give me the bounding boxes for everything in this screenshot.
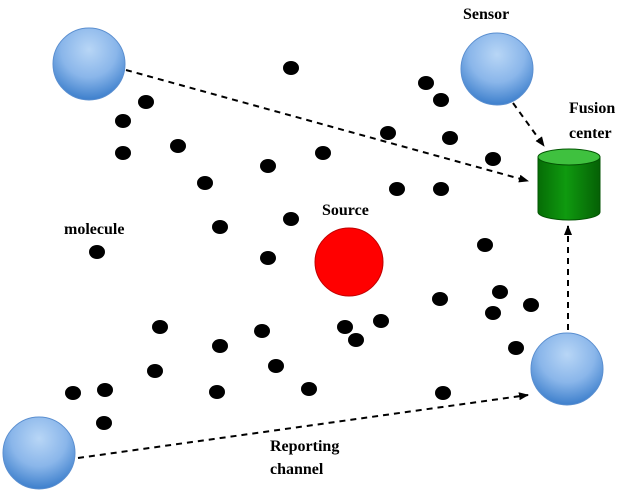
molecule-dot xyxy=(485,152,501,166)
sensor-top-right xyxy=(460,32,534,106)
arrow-top-left-to-fusion xyxy=(125,69,529,183)
molecule-dot xyxy=(433,93,449,107)
molecule-label: molecule xyxy=(64,221,124,238)
molecule-dot xyxy=(268,359,284,373)
source-label: Source xyxy=(322,202,369,219)
reporting-arrows xyxy=(77,69,572,459)
reporting-channel-label-line2: channel xyxy=(270,461,324,478)
molecule-dot xyxy=(433,182,449,196)
molecule-dot xyxy=(523,298,539,312)
molecule-dot xyxy=(260,251,276,265)
molecule-dot xyxy=(380,126,396,140)
molecule-dot xyxy=(301,382,317,396)
sensor-top-left xyxy=(52,27,126,101)
molecule-dot xyxy=(315,146,331,160)
molecule-dot xyxy=(432,292,448,306)
molecule-dot xyxy=(283,61,299,75)
molecule-dot xyxy=(212,339,228,353)
sensors xyxy=(2,27,604,490)
molecule-dot xyxy=(485,306,501,320)
arrow-top-right-to-fusion xyxy=(512,102,545,147)
molecule-dot xyxy=(152,320,168,334)
molecule-dot xyxy=(508,341,524,355)
fusion-center-cylinder xyxy=(537,148,601,221)
molecules xyxy=(65,61,539,430)
molecule-dot xyxy=(89,245,105,259)
sensor-label: Sensor xyxy=(463,6,509,23)
molecule-dot xyxy=(442,131,458,145)
molecule-dot xyxy=(138,95,154,109)
molecule-dot xyxy=(65,386,81,400)
fusion-center-label-line2: center xyxy=(569,125,612,142)
arrow-bottom-left-to-bottom-right xyxy=(77,392,529,459)
molecule-dot xyxy=(389,182,405,196)
molecule-dot xyxy=(337,320,353,334)
molecule-dot xyxy=(147,364,163,378)
molecule-dot xyxy=(348,333,364,347)
reporting-channel-label-line1: Reporting xyxy=(270,438,339,455)
molecule-dot xyxy=(418,76,434,90)
sensor-bottom-left xyxy=(2,416,76,490)
molecule-dot xyxy=(97,383,113,397)
molecule-dot xyxy=(477,238,493,252)
sensor-bottom-right xyxy=(530,332,604,406)
molecule-dot xyxy=(283,212,299,226)
molecule-dot xyxy=(170,139,186,153)
molecule-dot xyxy=(212,220,228,234)
fusion-center-label-line1: Fusion xyxy=(569,100,615,117)
source-circle xyxy=(314,227,384,297)
molecule-dot xyxy=(115,114,131,128)
molecule-dot xyxy=(373,314,389,328)
molecule-dot xyxy=(96,416,112,430)
molecule-dot xyxy=(435,386,451,400)
molecule-dot xyxy=(209,385,225,399)
molecule-dot xyxy=(254,324,270,338)
molecule-dot xyxy=(260,159,276,173)
molecule-dot xyxy=(197,176,213,190)
molecule-dot xyxy=(115,146,131,160)
molecule-dot xyxy=(492,285,508,299)
